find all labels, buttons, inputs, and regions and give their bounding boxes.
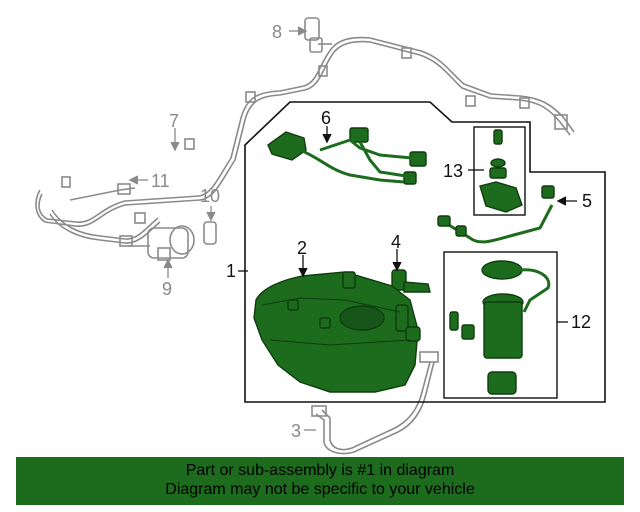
- callout-11: 11: [151, 171, 170, 191]
- sub-box-13: [473, 126, 526, 216]
- callout-6: 6: [321, 108, 331, 128]
- filler-pipe-3: [311, 351, 439, 455]
- callout-2: 2: [297, 238, 307, 258]
- canister-9: [128, 225, 195, 261]
- ghost-leaders: [128, 26, 316, 431]
- callout-13: 13: [443, 161, 463, 181]
- assembly-outline: [244, 101, 606, 403]
- callout-1: 1: [226, 261, 236, 281]
- notice-banner: Part or sub-assembly is #1 in diagram Di…: [16, 457, 624, 505]
- highlighted-parts: [253, 127, 555, 395]
- vapor-line-7: [35, 40, 571, 227]
- callout-10: 10: [200, 186, 220, 206]
- valve-8: [304, 17, 332, 53]
- ghost-parts: [35, 17, 575, 455]
- banner-line-1: Part or sub-assembly is #1 in diagram: [185, 462, 455, 479]
- gasket-10: [203, 221, 217, 245]
- leader-lines: [238, 126, 577, 323]
- pump-module-12: [449, 260, 551, 395]
- valve-4: [391, 269, 431, 293]
- sub-box-12: [443, 251, 558, 399]
- callout-8: 8: [272, 22, 282, 42]
- parts-diagram: 1 2 3 4 5 6 7 8 9 10 11 12 13: [35, 17, 606, 455]
- callout-5: 5: [582, 191, 592, 211]
- components-13: [479, 129, 523, 213]
- callout-12: 12: [571, 312, 591, 332]
- banner-line-2: Diagram may not be specific to your vehi…: [165, 481, 475, 498]
- line-5: [437, 185, 555, 244]
- callout-4: 4: [391, 232, 401, 252]
- fuel-tank-2: [253, 271, 421, 393]
- harness-6: [267, 127, 427, 185]
- callout-7: 7: [169, 111, 179, 131]
- callout-9: 9: [162, 279, 172, 299]
- callout-3: 3: [291, 421, 301, 441]
